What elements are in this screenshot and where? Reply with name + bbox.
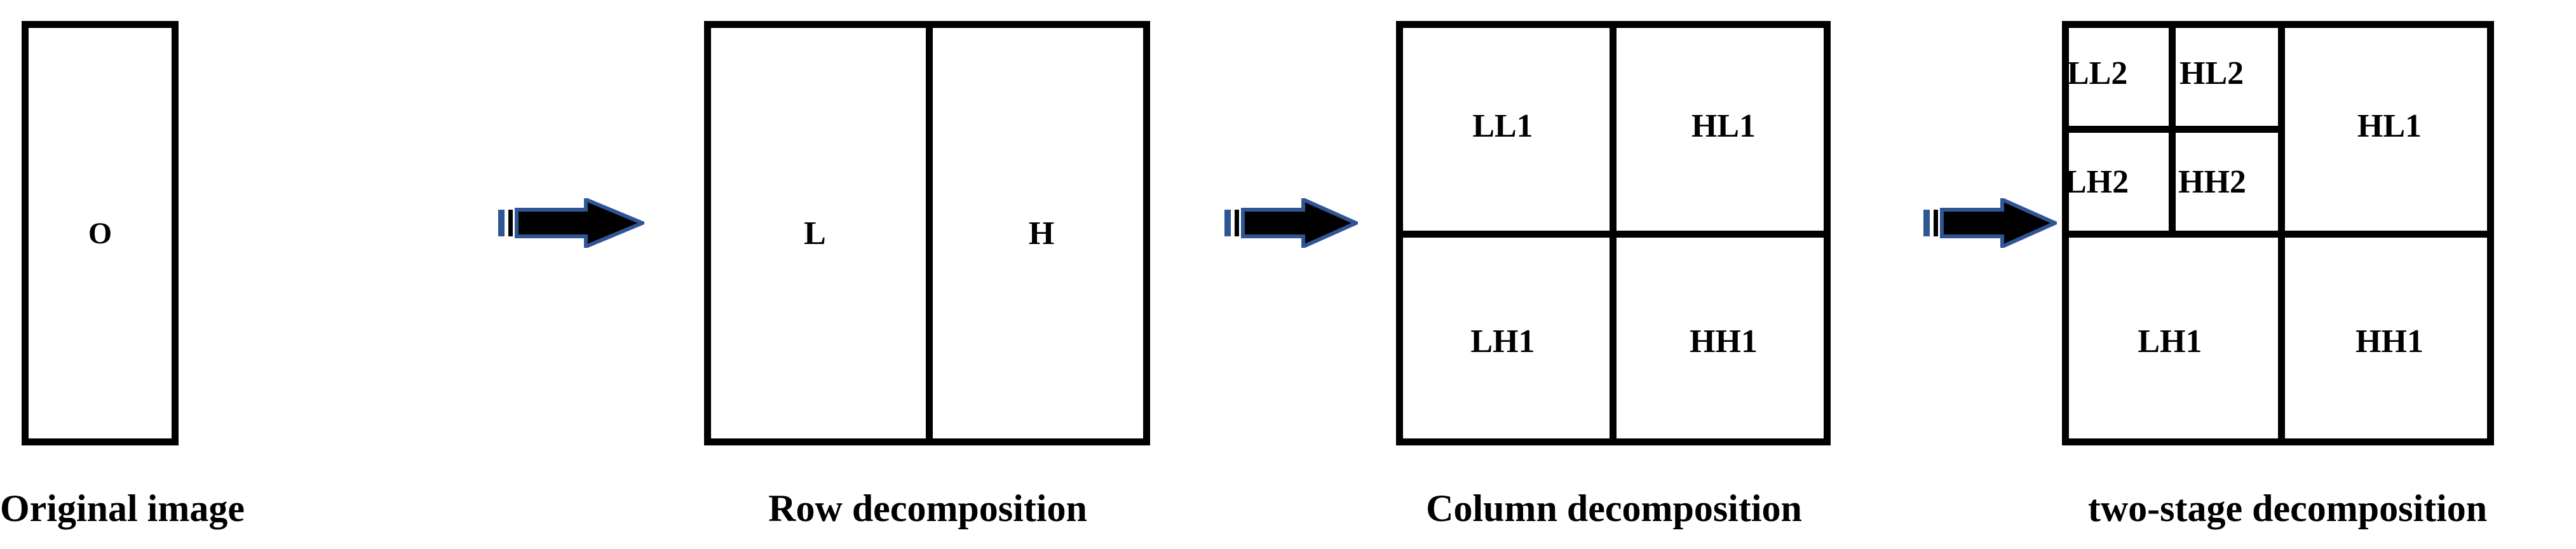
arrow-original-to-row (497, 196, 647, 251)
caption-two-stage-decomposition: two-stage decomposition (2087, 487, 2488, 529)
cell-label-lh2: LH2 (2064, 163, 2129, 200)
cell-label-h: H (1028, 215, 1055, 252)
cell-label-o: O (88, 216, 112, 250)
cell-label-hl1-stage2: HL1 (2357, 107, 2422, 144)
divider-two-stage-horizontal-sub (2062, 126, 2285, 133)
cell-label-hh1-stage2: HH1 (2356, 323, 2423, 360)
cell-label-lh1: LH1 (1470, 323, 1535, 360)
divider-two-stage-horizontal-main (2062, 231, 2494, 238)
cell-label-hl1: HL1 (1691, 107, 1756, 144)
divider-column-horizontal (1396, 231, 1831, 238)
arrow-row-to-column (1223, 196, 1361, 251)
divider-row-vertical (926, 21, 933, 445)
panel-original-image (22, 21, 179, 445)
cell-label-ll1: LL1 (1472, 107, 1533, 144)
cell-label-hl2: HL2 (2179, 55, 2244, 92)
caption-row-decomposition: Row decomposition (768, 487, 1087, 529)
caption-original-image: Original image (0, 487, 245, 529)
caption-column-decomposition: Column decomposition (1426, 487, 1802, 529)
cell-label-lh1-stage2: LH1 (2138, 323, 2202, 360)
cell-label-ll2: LL2 (2067, 55, 2128, 92)
cell-label-hh2: HH2 (2178, 163, 2246, 200)
arrow-column-to-two-stage (1922, 196, 2060, 251)
cell-label-l: L (804, 215, 826, 252)
cell-label-hh1: HH1 (1690, 323, 1758, 360)
